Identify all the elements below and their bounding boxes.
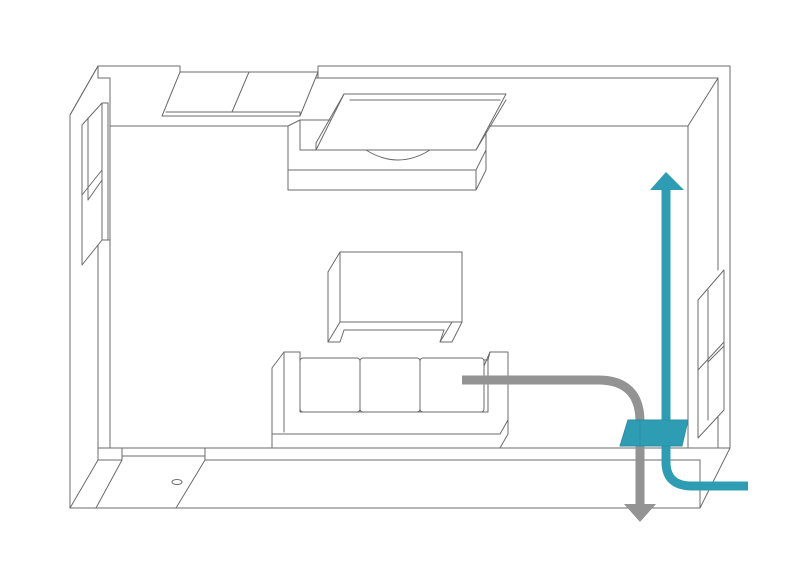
sofa-cushion-left — [299, 357, 361, 413]
door-opening — [95, 455, 206, 509]
ventilation-unit — [619, 419, 689, 447]
coffee-table — [327, 251, 463, 343]
sofa-cushion-middle — [359, 357, 421, 413]
top-window — [161, 71, 319, 117]
right-window — [697, 269, 725, 439]
supply-air-flow — [650, 172, 748, 491]
sofa-cushion-right — [419, 357, 485, 413]
floor-drain — [171, 479, 183, 485]
sofa — [271, 351, 509, 449]
tv-screen — [315, 93, 507, 161]
left-window — [81, 102, 109, 266]
